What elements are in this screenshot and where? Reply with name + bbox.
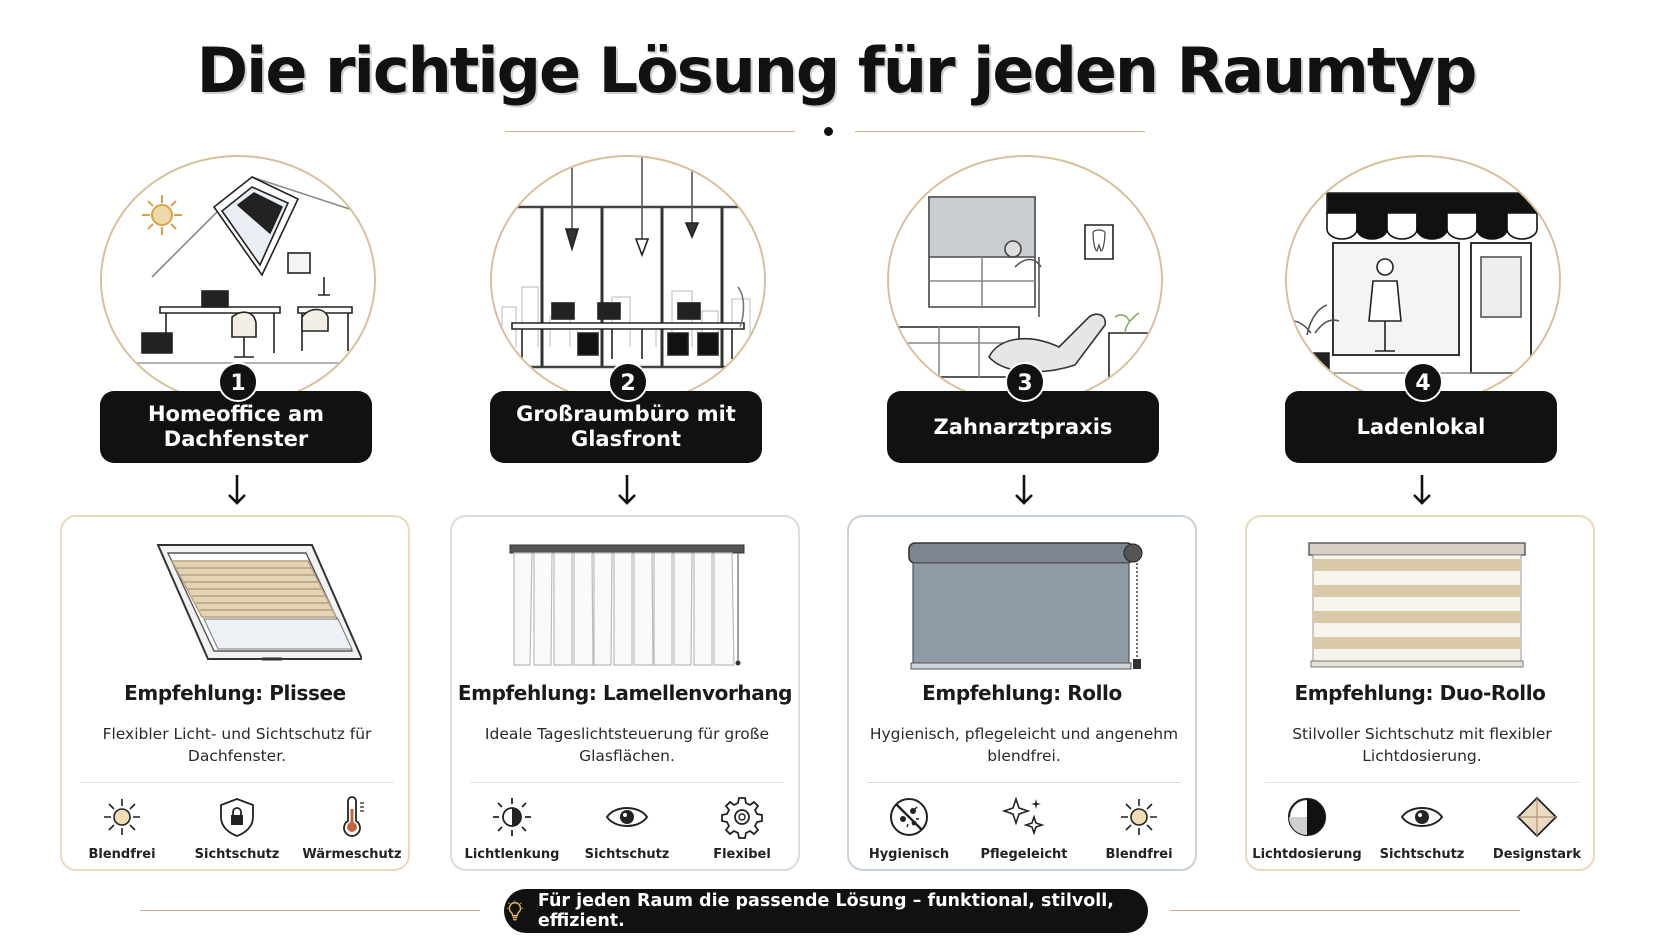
- eye-icon: [605, 807, 649, 827]
- recommendation-card-duo-rollo: Empfehlung: Duo-Rollo Stilvoller Sichtsc…: [1245, 515, 1595, 871]
- recommendation-title: Empfehlung: Plissee: [124, 681, 346, 705]
- sparkle-icon: [1002, 796, 1045, 836]
- footer-divider-right: [1170, 910, 1520, 911]
- eye-icon: [1400, 807, 1444, 827]
- recommendation-description: Hygienisch, pflegeleicht und angenehm bl…: [869, 725, 1179, 765]
- arrow-down-icon: [1015, 475, 1033, 505]
- feature-label: Lichtdosierung: [1252, 847, 1362, 862]
- card-divider: [80, 782, 394, 783]
- arrow-down-icon: [228, 475, 246, 505]
- no-germs-icon: [890, 798, 928, 836]
- recommendation-description: Stilvoller Sichtschutz mit flexibler Lic…: [1292, 725, 1552, 765]
- recommendation-title: Empfehlung: Duo-Rollo: [1294, 681, 1546, 705]
- diamond-icon: [1516, 796, 1558, 838]
- room-illustration-zahnarztpraxis: [887, 155, 1163, 405]
- arrow-down-icon: [1413, 475, 1431, 505]
- feature-blendfrei: Blendfrei: [1084, 795, 1194, 862]
- sun-icon: [1121, 799, 1157, 835]
- plissee-product-icon: [156, 544, 362, 661]
- recommendation-card-lamellenvorhang: Empfehlung: Lamellenvorhang Ideale Tages…: [450, 515, 800, 871]
- lightbulb-icon: [506, 900, 524, 921]
- room-column-ladenlokal: 4 Ladenlokal Empfehlung: Duo-Rollo Stilv…: [1235, 0, 1595, 941]
- feature-designstark: Designstark: [1482, 795, 1592, 862]
- duo-rollo-product-icon: [1308, 542, 1526, 668]
- light-direction-icon: [493, 798, 531, 836]
- room-name-label: Homeoffice am Dachfenster: [100, 391, 372, 463]
- card-divider: [470, 782, 784, 783]
- footer-banner: Für jeden Raum die passende Lösung – fun…: [504, 889, 1148, 933]
- room-number-badge: 1: [218, 362, 258, 402]
- footer-divider-left: [140, 910, 480, 911]
- feature-sichtschutz: Sichtschutz: [182, 795, 292, 862]
- recommendation-description: Ideale Tageslichtsteuerung für große Gla…: [484, 725, 770, 765]
- sun-icon: [104, 799, 140, 835]
- title-divider-left: [505, 131, 795, 132]
- feature-label: Blendfrei: [88, 847, 156, 862]
- arrow-down-icon: [618, 475, 636, 505]
- lamellenvorhang-product-icon: [509, 544, 745, 666]
- card-divider: [1265, 782, 1579, 783]
- recommendation-title: Empfehlung: Rollo: [922, 681, 1122, 705]
- feature-label: Designstark: [1492, 847, 1582, 862]
- room-column-grossraumbuero: 2 Großraumbüro mit Glasfront Empfehlung:…: [440, 0, 800, 941]
- recommendation-description: Flexibler Licht- und Sichtschutz für Dac…: [102, 725, 372, 765]
- gear-icon: [721, 797, 763, 839]
- room-number-badge: 2: [608, 362, 648, 402]
- recommendation-title: Empfehlung: Lamellenvorhang: [457, 681, 793, 705]
- footer-text: Für jeden Raum die passende Lösung – fun…: [537, 891, 1114, 931]
- feature-label: Blendfrei: [1105, 847, 1173, 862]
- room-name-label: Ladenlokal: [1285, 391, 1557, 463]
- feature-pflegeleicht: Pflegeleicht: [969, 795, 1079, 862]
- feature-blendfrei: Blendfrei: [67, 795, 177, 862]
- room-column-zahnarztpraxis: 3 Zahnarztpraxis Empfehlung: Rollo Hygie…: [837, 0, 1197, 941]
- shield-lock-icon: [220, 798, 254, 837]
- feature-label: Sichtschutz: [194, 847, 280, 862]
- page-title: Die richtige Lösung für jeden Raumtyp: [196, 34, 1478, 107]
- feature-label: Wärmeschutz: [302, 847, 402, 862]
- room-name-label: Zahnarztpraxis: [887, 391, 1159, 463]
- feature-label: Flexibel: [713, 847, 771, 862]
- feature-waermeschutz: Wärmeschutz: [297, 795, 407, 862]
- feature-hygienisch: Hygienisch: [854, 795, 964, 862]
- feature-sichtschutz: Sichtschutz: [1367, 795, 1477, 862]
- title-divider-dot: [824, 127, 833, 136]
- card-divider: [867, 782, 1181, 783]
- room-name-label: Großraumbüro mit Glasfront: [490, 391, 762, 463]
- feature-label: Lichtlenkung: [464, 847, 560, 862]
- room-number-badge: 4: [1403, 362, 1443, 402]
- title-divider-right: [855, 131, 1145, 132]
- feature-label: Sichtschutz: [584, 847, 670, 862]
- thermometer-icon: [343, 796, 364, 837]
- half-circle-icon: [1287, 797, 1327, 837]
- feature-sichtschutz: Sichtschutz: [572, 795, 682, 862]
- recommendation-card-rollo: Empfehlung: Rollo Hygienisch, pflegeleic…: [847, 515, 1197, 871]
- feature-lichtlenkung: Lichtlenkung: [457, 795, 567, 862]
- feature-flexibel: Flexibel: [687, 795, 797, 862]
- recommendation-card-plissee: Empfehlung: Plissee Flexibler Licht- und…: [60, 515, 410, 871]
- feature-label: Sichtschutz: [1379, 847, 1465, 862]
- feature-lichtdosierung: Lichtdosierung: [1252, 795, 1362, 862]
- room-column-homeoffice: 1 Homeoffice am Dachfenster Empfehlung: …: [50, 0, 410, 941]
- sun-illustration-icon: [142, 195, 182, 235]
- rollo-product-icon: [908, 542, 1143, 670]
- room-number-badge: 3: [1005, 362, 1045, 402]
- feature-label: Hygienisch: [868, 847, 950, 862]
- feature-label: Pflegeleicht: [980, 847, 1068, 862]
